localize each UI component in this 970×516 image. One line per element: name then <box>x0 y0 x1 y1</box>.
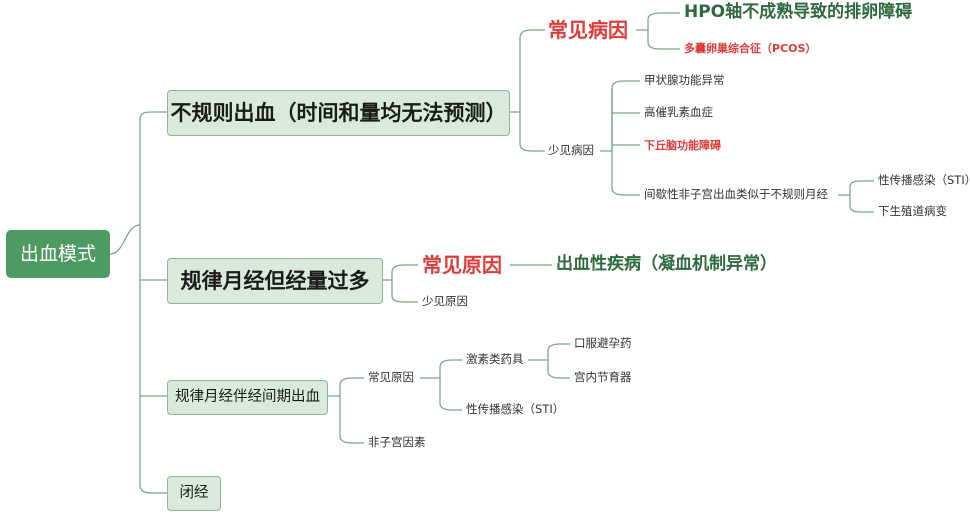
connector <box>439 378 462 411</box>
node-iud[interactable]: 宫内节育器 <box>574 370 632 384</box>
node-pcos[interactable]: 多囊卵巢综合征（PCOS） <box>684 42 817 55</box>
node-thyroid[interactable]: 甲状腺功能异常 <box>644 73 725 87</box>
node-nonuterine-factors[interactable]: 非子宫因素 <box>368 435 426 449</box>
node-hormonal-contraceptives[interactable]: 激素类药具 <box>466 352 524 366</box>
connector <box>849 195 874 213</box>
connector <box>547 360 570 379</box>
connector <box>139 280 167 397</box>
node-irregular-bleeding[interactable]: 不规则出血（时间和量均无法预测） <box>167 90 510 136</box>
connector <box>528 343 570 361</box>
node-hyperprolactinemia[interactable]: 高催乳素血症 <box>644 105 713 119</box>
node-heavy-rare-causes[interactable]: 少见原因 <box>422 294 468 308</box>
node-lower-genital[interactable]: 下生殖道病变 <box>878 204 947 218</box>
connector <box>838 180 874 196</box>
node-intermenstrual-sti[interactable]: 性传播感染（STI） <box>466 402 565 416</box>
root-node[interactable]: 出血模式 <box>6 230 110 278</box>
node-sti[interactable]: 性传播感染（STI） <box>878 173 970 187</box>
connector <box>381 264 418 281</box>
node-heavy-common-causes[interactable]: 常见原因 <box>422 253 502 277</box>
connector <box>647 30 680 50</box>
connector <box>611 88 640 196</box>
node-hypothalamic[interactable]: 下丘脑功能障碍 <box>644 139 721 152</box>
node-regular-heavy[interactable]: 规律月经但经量过多 <box>167 258 383 304</box>
node-bleeding-disorder[interactable]: 出血性疾病（凝血机制异常） <box>556 254 777 274</box>
node-irregular-common-causes[interactable]: 常见病因 <box>548 18 628 42</box>
connector <box>339 396 364 444</box>
connector <box>109 111 167 255</box>
connector <box>139 225 167 281</box>
node-amenorrhea[interactable]: 闭经 <box>167 476 221 511</box>
node-irregular-rare-causes[interactable]: 少见病因 <box>548 143 594 157</box>
node-intermittent-nonuterine[interactable]: 间歇性非子宫出血类似于不规则月经 <box>644 187 828 201</box>
connector <box>420 359 462 379</box>
connector <box>600 80 640 152</box>
connector <box>326 377 364 397</box>
connector <box>139 396 167 494</box>
node-regular-intermenstrual[interactable]: 规律月经伴经间期出血 <box>167 380 328 415</box>
connector <box>519 112 545 152</box>
connector <box>391 280 418 303</box>
node-hpo-axis[interactable]: HPO轴不成熟导致的排卵障碍 <box>684 2 913 22</box>
connector <box>636 12 680 31</box>
node-oral-contraceptive[interactable]: 口服避孕药 <box>574 336 632 350</box>
node-intermenstrual-common-causes[interactable]: 常见原因 <box>368 370 414 384</box>
connector <box>508 29 545 113</box>
